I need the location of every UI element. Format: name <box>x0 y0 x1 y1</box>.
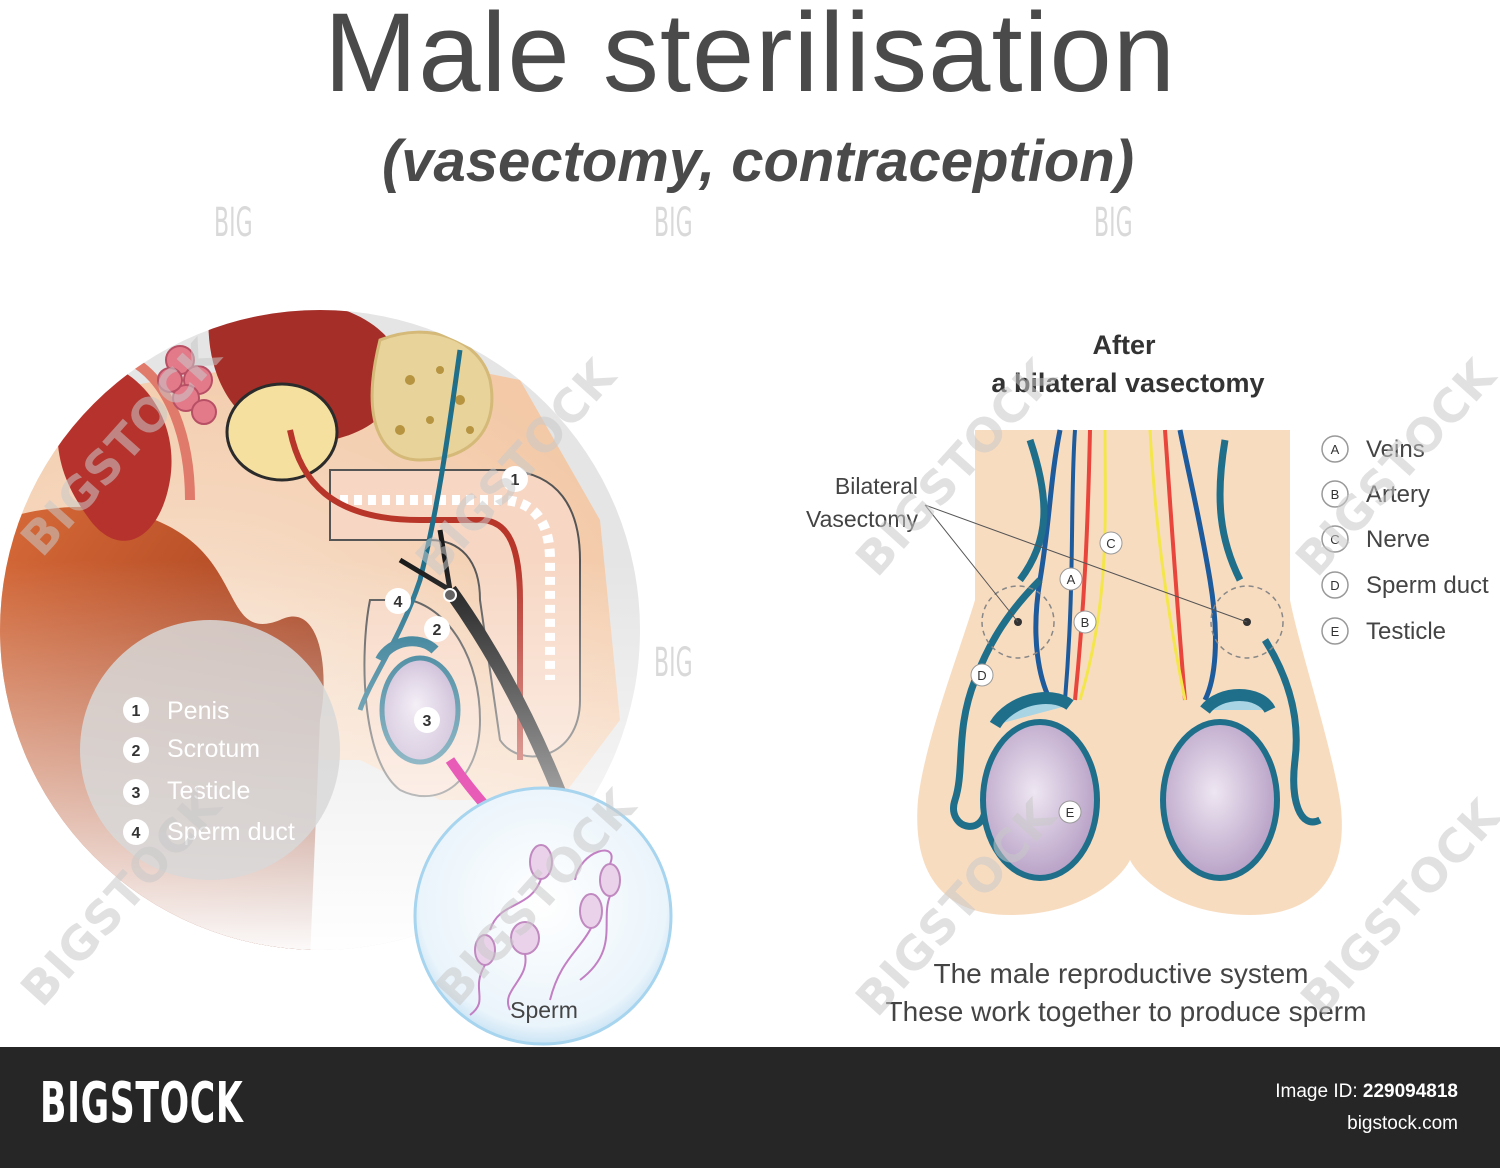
left-legend: 1 Penis 2 Scrotum 3 Testicle 4 Sperm duc… <box>123 697 295 846</box>
right-heading-line1: After <box>1092 330 1155 360</box>
legend-item: 2 Scrotum <box>123 735 260 763</box>
sperm-bubble <box>413 786 673 1046</box>
sperm-label: Sperm <box>510 997 578 1023</box>
diagram-canvas: 1 2 3 4 <box>0 310 1489 1046</box>
site-link[interactable]: bigstock.com <box>1347 1113 1458 1134</box>
legend-number: 1 <box>132 703 141 720</box>
right-heading-line2: a bilateral vasectomy <box>991 368 1264 398</box>
footer-bar: BIGSTOCK Image ID: 229094818 bigstock.co… <box>0 1047 1500 1168</box>
bigstock-logo[interactable]: BIGSTOCK <box>40 1071 244 1136</box>
bilateral-vasectomy-illustration: A B C D E <box>917 429 1342 915</box>
svg-text:A: A <box>1067 572 1076 587</box>
legend-item: B Artery <box>1321 480 1430 508</box>
legend-letter: D <box>1330 578 1339 593</box>
page-title: Male sterilisation <box>323 0 1177 115</box>
anatomy-cross-section: 1 2 3 4 <box>0 310 640 950</box>
legend-label: Sperm duct <box>1366 572 1489 599</box>
watermark-big: BIG <box>654 640 693 686</box>
legend-label: Testicle <box>1366 618 1446 645</box>
legend-label: Veins <box>1366 436 1425 463</box>
legend-letter: B <box>1331 487 1340 502</box>
image-id-label: Image ID: <box>1275 1081 1358 1102</box>
svg-text:E: E <box>1066 805 1075 820</box>
svg-text:4: 4 <box>394 594 403 611</box>
svg-text:C: C <box>1106 536 1115 551</box>
legend-item: E Testicle <box>1321 617 1446 645</box>
legend-label: Artery <box>1366 481 1430 508</box>
legend-item: 3 Testicle <box>123 777 250 805</box>
legend-number: 3 <box>132 785 141 802</box>
legend-item: 4 Sperm duct <box>123 818 295 846</box>
right-legend: A Veins B Artery C Nerve D Sperm duct E <box>1321 435 1489 645</box>
svg-text:B: B <box>1081 615 1090 630</box>
legend-number: 2 <box>132 743 141 760</box>
legend-label: Scrotum <box>167 735 260 763</box>
svg-text:D: D <box>977 668 986 683</box>
page-subtitle: (vasectomy, contraception) <box>381 129 1135 194</box>
legend-item: D Sperm duct <box>1321 571 1489 599</box>
legend-item: C Nerve <box>1321 525 1430 553</box>
caption-line1: The male reproductive system <box>933 958 1308 989</box>
legend-item: 1 Penis <box>123 697 230 725</box>
image-id: Image ID: 229094818 <box>1275 1081 1458 1103</box>
caption-line2: These work together to produce sperm <box>886 996 1367 1027</box>
image-id-value: 229094818 <box>1362 1081 1458 1102</box>
legend-letter: E <box>1331 624 1340 639</box>
bilateral-label-line1: Bilateral <box>835 473 918 499</box>
watermark-big: BIG <box>1094 200 1133 246</box>
watermark-big: BIG <box>214 200 253 246</box>
legend-letter: A <box>1331 442 1340 457</box>
svg-text:1: 1 <box>511 472 520 489</box>
legend-label: Testicle <box>167 777 250 805</box>
watermark-big: BIG <box>654 200 693 246</box>
svg-text:3: 3 <box>423 713 432 730</box>
bilateral-label-line2: Vasectomy <box>806 506 919 532</box>
legend-label: Sperm duct <box>167 818 295 846</box>
legend-number: 4 <box>132 825 141 842</box>
legend-label: Nerve <box>1366 526 1430 553</box>
legend-letter: C <box>1330 532 1339 547</box>
legend-label: Penis <box>167 697 230 725</box>
svg-text:2: 2 <box>433 622 442 639</box>
legend-item: A Veins <box>1321 435 1425 463</box>
